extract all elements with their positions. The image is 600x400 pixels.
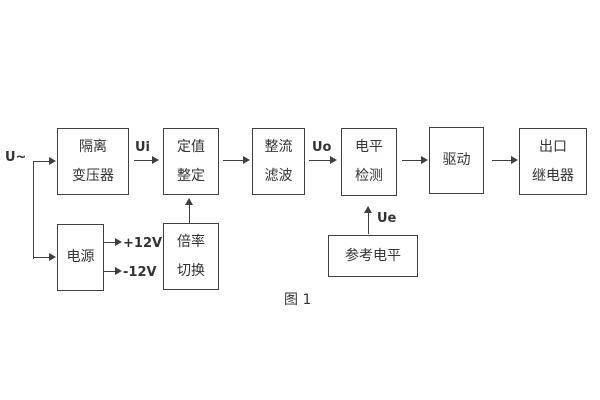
- block-rectifier-filter: 整流 滤波: [252, 128, 305, 195]
- label-plus12v: +12V: [123, 236, 163, 251]
- block-label: 参考电平: [345, 247, 401, 264]
- label-ue-signal: Ue: [377, 211, 397, 226]
- arrow-transformer-to-setting: [134, 156, 159, 165]
- block-setting-adjust: 定值 整定: [163, 128, 219, 195]
- block-label: 继电器: [532, 167, 574, 184]
- block-isolation-transformer: 隔离 变压器: [57, 128, 129, 195]
- arrow-level-to-drive: [402, 156, 428, 165]
- arrow-setting-to-rectifier: [223, 156, 250, 165]
- label-minus12v: -12V: [123, 265, 157, 280]
- block-power-supply: 电源: [57, 224, 104, 291]
- block-label: 驱动: [442, 152, 471, 168]
- block-label: 变压器: [72, 167, 114, 184]
- block-label: 倍率: [177, 233, 205, 250]
- block-output-relay: 出口 继电器: [519, 128, 587, 195]
- label-ui-signal: Ui: [135, 140, 151, 155]
- arrow-reference-to-level: [364, 206, 373, 234]
- arrow-rectifier-to-level: [309, 156, 337, 165]
- arrow-input-to-transformer: [33, 157, 56, 166]
- input-branch-line: [33, 161, 34, 259]
- block-ratio-switch: 倍率 切换: [163, 223, 219, 290]
- block-label: 出口: [539, 138, 567, 155]
- block-label: 切换: [177, 262, 205, 279]
- figure-caption: 图 1: [284, 292, 312, 308]
- block-drive: 驱动: [429, 127, 484, 194]
- block-label: 电平: [355, 139, 383, 155]
- arrow-input-to-power: [33, 253, 56, 262]
- arrow-power-plus12v: [104, 238, 122, 247]
- arrow-ratio-to-setting: [185, 198, 194, 223]
- block-reference-level: 参考电平: [328, 235, 418, 277]
- arrow-power-minus12v: [104, 267, 122, 276]
- block-label: 滤波: [264, 167, 293, 184]
- block-label: 整流: [264, 138, 293, 155]
- block-level-detect: 电平 检测: [341, 128, 397, 196]
- label-input-voltage: U~: [5, 150, 27, 165]
- block-label: 隔离: [79, 138, 107, 155]
- block-label: 整定: [177, 167, 205, 184]
- block-label: 电源: [66, 249, 95, 265]
- block-label: 检测: [355, 168, 383, 184]
- arrow-drive-to-relay: [492, 156, 518, 165]
- label-uo-signal: Uo: [312, 140, 332, 155]
- block-label: 定值: [177, 138, 205, 155]
